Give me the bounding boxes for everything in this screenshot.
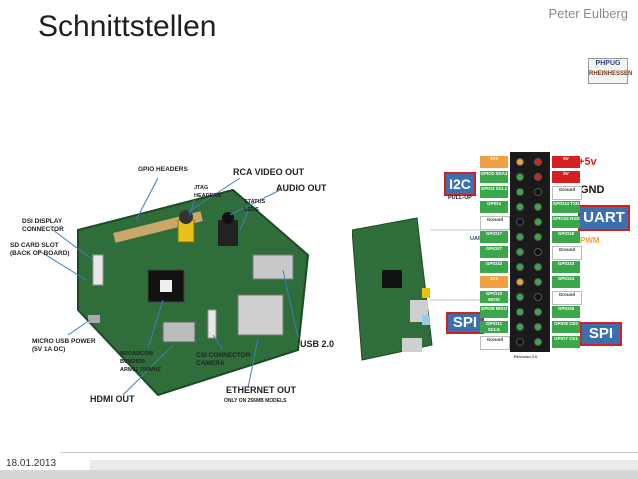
footer-accent — [90, 460, 638, 470]
left-pin-label: GPIO11 SCLK — [480, 321, 508, 333]
left-pin-label: GPIO22 — [480, 261, 508, 273]
right-pin-label: GPIO14 TXD — [552, 201, 580, 213]
right-pin-label: GPIO7 CE1 — [552, 336, 580, 348]
left-pin-label: Ground — [480, 216, 510, 230]
right-pin-label: GPIO8 CE0 — [552, 321, 580, 333]
label-micro-usb-power: MICRO USB POWER (5V 1A DC) — [32, 338, 96, 353]
header-pin — [516, 233, 524, 241]
left-pin-label: GPIO4 — [480, 201, 508, 213]
left-pin-label: Ground — [480, 336, 510, 350]
label-csi-connector: CSI CONNECTOR CAMERA — [196, 352, 251, 367]
callout-gnd: GND — [580, 184, 605, 196]
right-pin-label: 5V — [552, 171, 580, 183]
footer-divider — [60, 452, 638, 471]
callout-plus5v: +5v — [578, 156, 597, 168]
label-usb-2: USB 2.0 — [300, 339, 335, 349]
header-pin — [534, 278, 542, 286]
header-pin — [516, 293, 524, 301]
logo-line-2: RHEINHESSEN — [589, 71, 633, 77]
header-pin — [516, 278, 524, 286]
header-pin — [534, 233, 542, 241]
right-pin-label: GPIO23 — [552, 261, 580, 273]
header-pin — [516, 323, 524, 331]
right-pin-label: GPIO15 RXD — [552, 216, 580, 228]
header-pin — [534, 248, 542, 256]
right-pin-label: GPIO18 — [552, 231, 580, 243]
header-pin — [534, 218, 542, 226]
label-dsi-display-connector: DSI DISPLAY CONNECTOR — [22, 218, 64, 233]
left-pin-label: GPIO3 SCL1 — [480, 186, 508, 198]
right-pin-label: Ground — [552, 246, 582, 260]
label-broadcom: BROADCOM BCM2835 ARM11 700MHZ — [120, 351, 161, 373]
callout-pull-up: PULL-UP — [448, 195, 472, 201]
header-pin — [516, 338, 524, 346]
header-pin — [534, 263, 542, 271]
raspberry-pi-board-figure: GPIO HEADERS RCA VIDEO OUT JTAG HEADERS … — [8, 160, 353, 415]
header-pin — [534, 308, 542, 316]
header-pin — [534, 188, 542, 196]
callout-spi-left: SPI — [446, 312, 484, 334]
callout-uart: UART — [578, 205, 630, 231]
header-pin — [534, 323, 542, 331]
callout-pwm: PWM — [580, 236, 600, 245]
label-status-leds: STATUS LEDS — [244, 199, 266, 213]
label-audio-out: AUDIO OUT — [276, 183, 327, 193]
label-jtag-headers: JTAG HEADERS — [194, 185, 221, 199]
header-pin — [516, 203, 524, 211]
label-ethernet-out: ETHERNET OUT — [226, 385, 297, 395]
left-pin-label: GPIO10 MOSI — [480, 291, 508, 303]
header-pin — [516, 158, 524, 166]
header-pin — [516, 173, 524, 181]
header-pin — [534, 293, 542, 301]
header-pin — [516, 263, 524, 271]
logo-line-1: PHPUG — [595, 60, 621, 67]
slide-date: 18.01.2013 — [6, 458, 57, 469]
slide-title: Schnittstellen — [38, 10, 217, 43]
label-ethernet-note: ONLY ON 256MB MODELS — [224, 398, 287, 404]
right-pin-label: GPIO24 — [552, 276, 580, 288]
revision-label: Revision 2.0 — [514, 354, 538, 359]
header-pin — [534, 338, 542, 346]
header-pin — [534, 158, 542, 166]
callout-i2c: I2C — [444, 172, 476, 196]
left-pin-label: GPIO2 SDA1 — [480, 171, 508, 183]
label-rca-video-out: RCA VIDEO OUT — [233, 167, 305, 177]
right-pin-label: Ground — [552, 186, 582, 200]
header-pin — [516, 218, 524, 226]
label-gpio-headers: GPIO HEADERS — [138, 166, 188, 173]
board-illustration — [37, 177, 310, 397]
phpug-logo: PHPUG RHEINHESSEN — [588, 58, 633, 84]
left-pin-label: GPIO9 MISO — [480, 306, 508, 318]
header-pin — [516, 188, 524, 196]
left-pin-label: GPIO17 — [480, 231, 508, 243]
left-pin-label: 3V3 — [480, 156, 508, 168]
author-name: Peter Eulberg — [548, 6, 629, 21]
gpio-pinout-figure: I2C PULL-UP UART-RTS SPI SPI UART +5v GN… — [351, 150, 634, 365]
header-pin — [516, 248, 524, 256]
header-pin — [516, 308, 524, 316]
label-sd-card-slot: SD CARD SLOT (BACK OF BOARD) — [10, 242, 70, 257]
right-pin-label: 5V — [552, 156, 580, 168]
left-pin-label: GPIO27 — [480, 246, 508, 258]
right-pin-label: GPIO25 — [552, 306, 580, 318]
header-pin — [534, 203, 542, 211]
right-pin-label: Ground — [552, 291, 582, 305]
footer-band — [0, 470, 638, 479]
label-hdmi-out: HDMI OUT — [90, 394, 135, 404]
callout-spi-right: SPI — [580, 322, 622, 346]
left-pin-label: 3V3 — [480, 276, 508, 288]
header-pin — [534, 173, 542, 181]
pinout-illustration — [351, 152, 550, 361]
